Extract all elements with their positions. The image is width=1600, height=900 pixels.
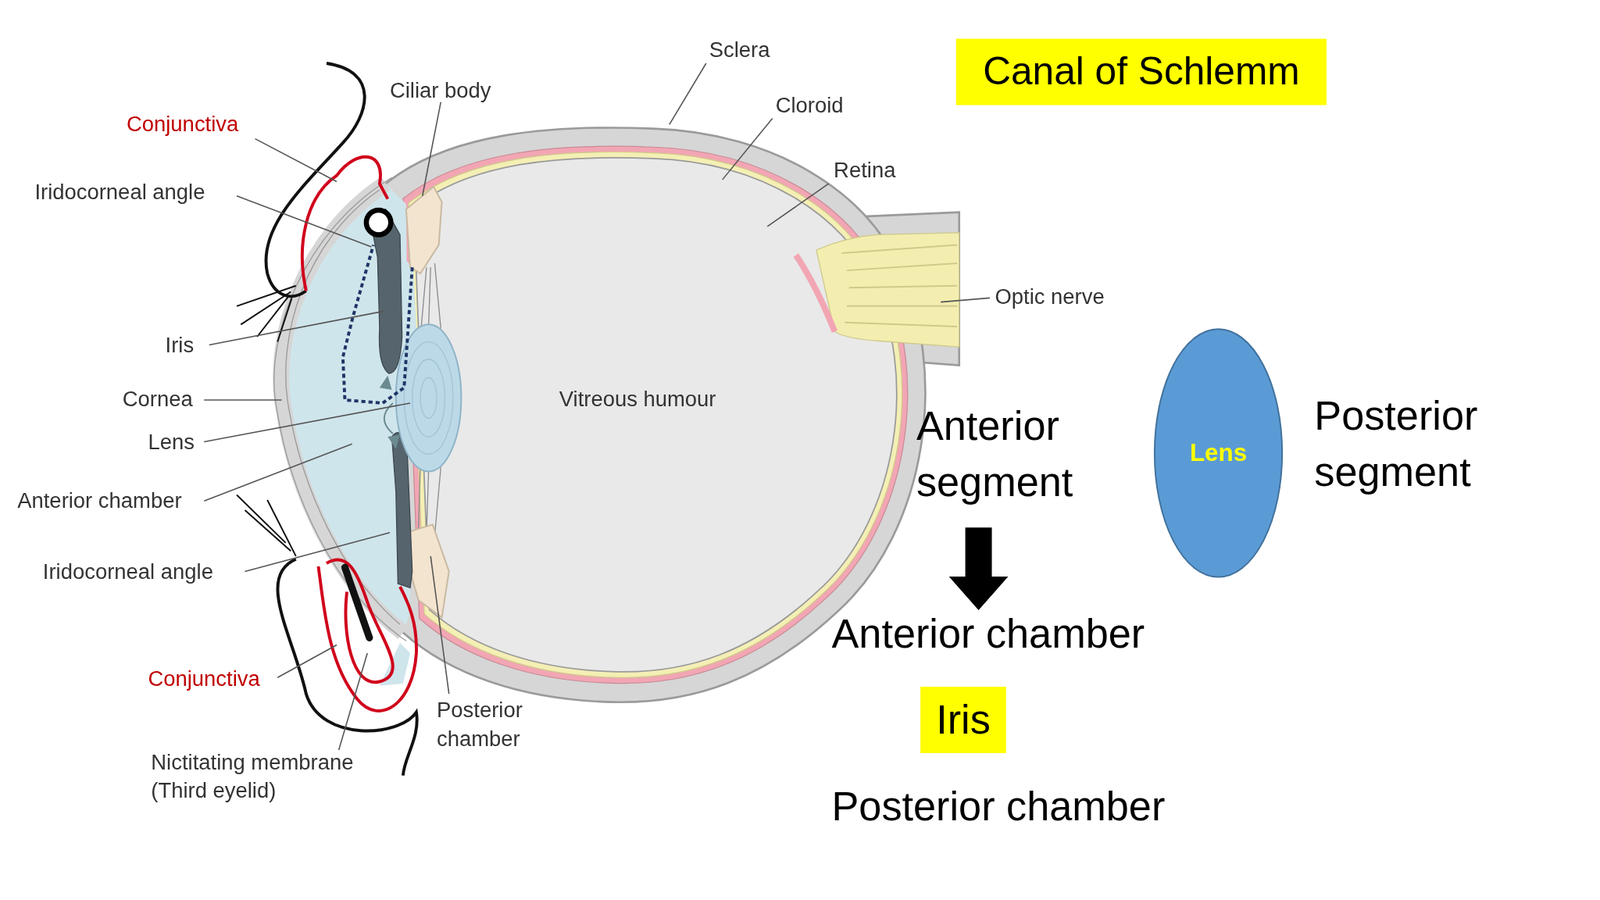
- part-label: Iridocorneal angle: [34, 177, 205, 207]
- third-eyelid-cartilage: [344, 567, 369, 638]
- part-label: Conjunctiva: [126, 110, 239, 140]
- part-label: Anterior chamber: [831, 606, 1145, 663]
- optic-nerve: [816, 232, 960, 347]
- highlight-box: Iris: [920, 686, 1007, 754]
- down-arrow: [949, 527, 1009, 611]
- part-label: Vitreous humour: [559, 384, 717, 414]
- leader-line: [767, 183, 829, 227]
- part-label: Posterior chamber: [831, 778, 1165, 836]
- leader-line: [203, 443, 352, 501]
- part-label: Conjunctiva: [147, 664, 260, 693]
- part-label: Nictitating membrane (Third eyelid): [150, 747, 396, 805]
- highlight-box: Canal of Schlemm: [956, 39, 1327, 106]
- leader-line: [940, 297, 990, 302]
- leader-line: [339, 653, 368, 750]
- part-label: Cloroid: [775, 90, 844, 120]
- node-text: Canal of Schlemm: [982, 50, 1300, 94]
- leader-line: [277, 644, 337, 678]
- leader-line: [244, 532, 390, 572]
- part-label: Retina: [833, 156, 896, 186]
- part-label: Anterior chamber: [17, 486, 182, 516]
- part-label: Sclera: [709, 35, 771, 65]
- nerve-fibres: [842, 244, 958, 326]
- flow-arrowhead: [387, 434, 400, 449]
- lens-ellipse: Lens: [1153, 327, 1284, 579]
- eyelashes: [236, 494, 297, 556]
- part-label: Iridocorneal angle: [42, 557, 214, 586]
- leader-line: [203, 403, 411, 443]
- cornea-outer-edge: [274, 177, 407, 641]
- lens-layer: [412, 359, 446, 437]
- part-label: Lens: [147, 427, 194, 457]
- flow-arrowhead: [379, 375, 393, 390]
- part-label: Ciliar body: [389, 76, 492, 106]
- leader-line: [669, 63, 707, 125]
- lower-eyelid: [277, 559, 417, 776]
- ciliary-body: [406, 186, 443, 274]
- part-label: Anterior segment: [916, 397, 1121, 511]
- leader-line: [422, 102, 442, 197]
- vitreous-humour: [414, 157, 897, 672]
- leader-line: [722, 118, 773, 180]
- optic-disc-edge: [796, 255, 836, 333]
- choroid: [403, 146, 908, 684]
- part-label: Posterior chamber: [436, 696, 550, 754]
- leader-line: [236, 196, 372, 247]
- lens-layer: [403, 342, 454, 455]
- retina: [408, 151, 903, 678]
- leader-line: [203, 399, 282, 401]
- part-label: Optic nerve: [994, 282, 1104, 312]
- lens-layer: [420, 377, 437, 418]
- upper-eyelid: [265, 63, 365, 297]
- leader-line: [255, 139, 337, 183]
- lower-conjunctiva: [318, 566, 417, 711]
- ellipse-outline: [1154, 328, 1283, 577]
- canal-marker: [366, 210, 391, 235]
- part-label: Iris: [165, 330, 195, 360]
- leader-line: [209, 310, 384, 345]
- part-label: Posterior segment: [1314, 387, 1518, 500]
- dotted-outline: [342, 244, 413, 403]
- part-label: Cornea: [122, 384, 193, 414]
- leader-line: [430, 556, 450, 694]
- node-text: Lens: [1189, 439, 1247, 468]
- node-text: Iris: [935, 696, 991, 743]
